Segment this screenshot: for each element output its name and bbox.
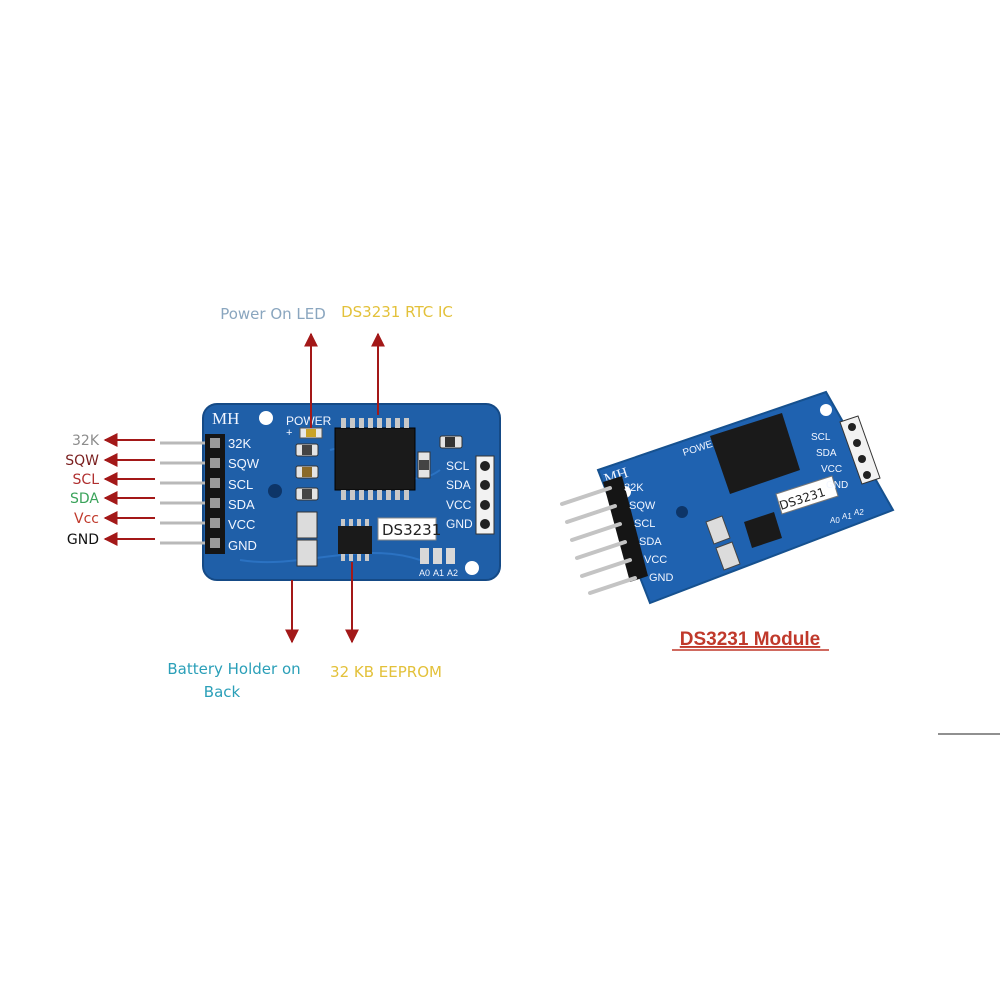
mounting-hole <box>268 484 282 498</box>
perspective-header-right <box>839 415 881 485</box>
silk-scl: SCL <box>228 477 253 492</box>
perspective-silk-vcc: VCC <box>821 464 842 475</box>
perspective-silk-a0: A0 <box>830 516 840 525</box>
pin-label-gnd: GND <box>67 532 99 548</box>
pin-label-sda: SDA <box>70 491 99 507</box>
silk-right-sda: SDA <box>446 478 471 492</box>
board-brand: MH <box>212 409 239 428</box>
header-pins-left <box>210 438 220 548</box>
mounting-hole <box>465 561 479 575</box>
silk-right-scl: SCL <box>446 459 470 473</box>
perspective-silk-gnd: GND <box>649 572 674 584</box>
pin-header-right <box>475 455 495 535</box>
silk-sda: SDA <box>228 497 255 512</box>
pin-label-scl: SCL <box>73 472 100 488</box>
perspective-resistor <box>715 541 741 571</box>
eeprom-chip <box>338 519 372 561</box>
mounting-hole <box>820 404 832 416</box>
perspective-silk-gnd: GND <box>826 480 848 491</box>
perspective-silk-a2: A2 <box>854 508 864 517</box>
resistor-array <box>296 511 318 567</box>
address-jumpers <box>420 548 455 564</box>
pin-label-32k: 32K <box>72 433 100 449</box>
perspective-chip-label-box <box>775 475 839 515</box>
label-power-led: Power On LED <box>220 305 326 323</box>
perspective-board: MH POWER DS3231 SCL SDA VCC GND A0 A1 A2… <box>596 390 895 605</box>
label-battery-line1: Battery Holder on <box>167 660 300 678</box>
silk-a0: A0 <box>419 568 430 578</box>
mounting-hole <box>259 411 273 425</box>
silk-vcc: VCC <box>228 517 255 532</box>
power-silk: POWER <box>286 414 332 428</box>
perspective-eeprom <box>744 512 782 548</box>
silk-gnd: GND <box>228 538 257 553</box>
label-battery-line2: Back <box>204 683 241 701</box>
pcb-trace <box>239 552 421 564</box>
perspective-rtc-chip <box>710 413 800 494</box>
pin-arrows <box>103 433 155 546</box>
silk-a1: A1 <box>433 568 444 578</box>
module-caption: DS3231 Module <box>680 629 820 650</box>
protruding-pins <box>160 441 205 545</box>
perspective-silk-scl: SCL <box>811 432 831 443</box>
perspective-resistor <box>705 515 731 545</box>
perspective-silk-sqw: SQW <box>629 500 656 512</box>
silk-a2: A2 <box>447 568 458 578</box>
label-eeprom: 32 KB EEPROM <box>330 663 442 681</box>
perspective-silk-32k: 32K <box>624 482 644 494</box>
mounting-hole <box>676 506 688 518</box>
pin-label-sqw: SQW <box>65 453 99 469</box>
header-pads-right <box>480 461 490 529</box>
main-board: MH POWER + 32K SQW SCL SDA VCC GND <box>202 403 501 581</box>
perspective-header-left <box>603 476 648 582</box>
passive-components <box>295 435 463 501</box>
power-plus: + <box>286 427 292 439</box>
silk-32k: 32K <box>228 436 251 451</box>
label-rtc-ic: DS3231 RTC IC <box>341 303 453 321</box>
pin-header-left <box>205 434 225 554</box>
silk-right-gnd: GND <box>446 517 473 531</box>
chip-label-box <box>377 517 437 541</box>
perspective-silk-vcc: VCC <box>644 554 667 566</box>
perspective-silk-scl: SCL <box>634 518 655 530</box>
perspective-pins <box>560 486 637 595</box>
perspective-silk-sda: SDA <box>816 448 837 459</box>
silk-right-vcc: VCC <box>446 498 472 512</box>
chip-label: DS3231 <box>382 521 441 539</box>
rtc-chip <box>334 418 416 500</box>
perspective-header-pads <box>848 423 871 479</box>
pin-label-vcc: Vcc <box>74 511 99 527</box>
power-led-body <box>306 429 316 437</box>
silk-sqw: SQW <box>228 456 260 471</box>
perspective-silk-sda: SDA <box>639 536 662 548</box>
perspective-silk-a1: A1 <box>842 512 852 521</box>
